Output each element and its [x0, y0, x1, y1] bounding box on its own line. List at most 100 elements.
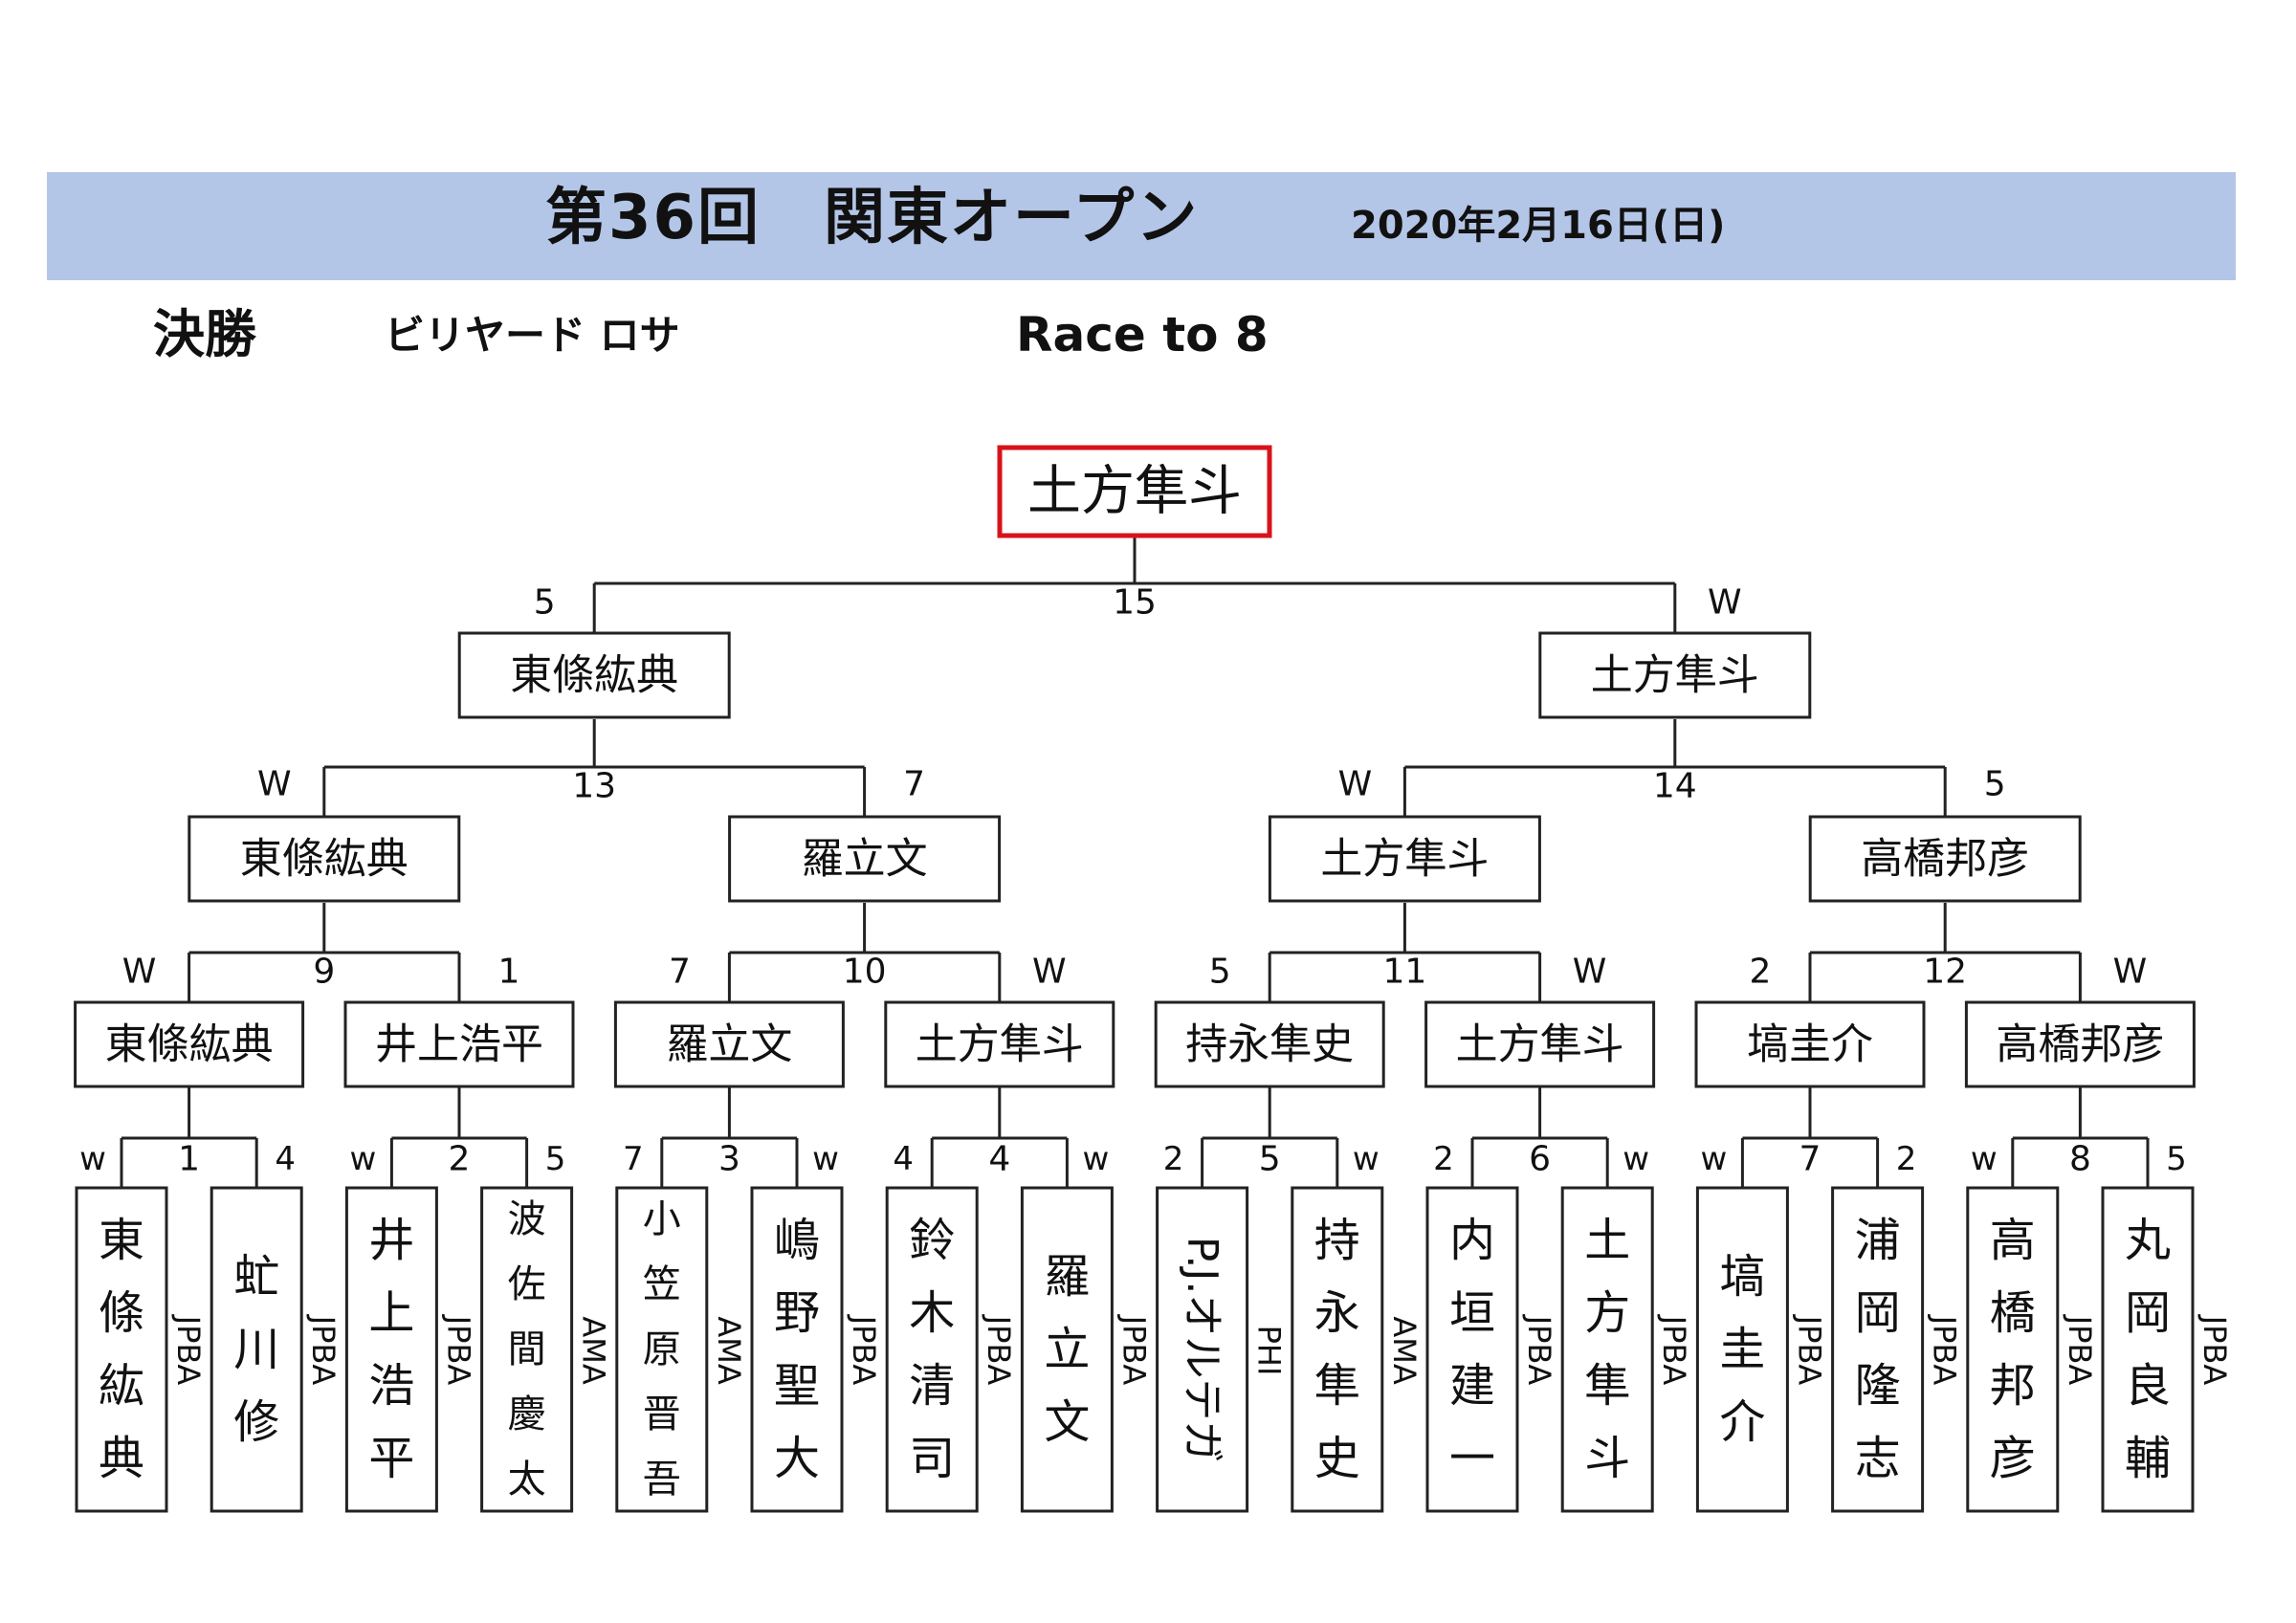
match-score: 7	[903, 765, 925, 804]
winner-box	[457, 631, 731, 719]
race-label: Race to 8	[1016, 307, 1269, 362]
venue-label: ビリヤード ロサ	[385, 312, 680, 359]
match-number: 12	[1923, 953, 1967, 992]
player-name: 高橋邦彦	[1990, 1214, 2036, 1485]
match-score: W	[122, 953, 157, 992]
winner-box	[884, 1000, 1115, 1088]
player-name: 東條紘典	[99, 1214, 144, 1485]
winner-box	[1808, 815, 2082, 903]
player-name: 虻川修	[233, 1250, 279, 1449]
winner-box	[1154, 1000, 1385, 1088]
player-org: JPBA	[1927, 1314, 1963, 1386]
player-column	[210, 1186, 303, 1513]
winner-box	[1538, 631, 1812, 719]
winner-name: 東條紘典	[240, 835, 408, 884]
match-score: w	[1623, 1140, 1649, 1178]
round-label: 決勝	[153, 304, 256, 364]
winner-box	[1268, 815, 1541, 903]
match-score: 5	[534, 583, 556, 623]
champion-name: 土方隼斗	[1027, 461, 1242, 523]
player-org: JPBA	[305, 1314, 342, 1386]
player-column	[1291, 1186, 1384, 1513]
player-name: 土方隼斗	[1584, 1214, 1630, 1485]
player-org: JPBA	[170, 1314, 207, 1386]
player-column	[344, 1186, 438, 1513]
player-org: JPBA	[981, 1314, 1017, 1386]
winner-name: 塙圭介	[1747, 1020, 1873, 1069]
player-column	[1020, 1186, 1114, 1513]
player-name: 嶋野聖大	[774, 1214, 820, 1485]
match-score: 2	[1750, 953, 1772, 992]
winner-name: 土方隼斗	[1320, 835, 1489, 884]
player-name: 内垣建一	[1449, 1214, 1495, 1485]
tournament-title: 第36回 関東オープン	[545, 183, 1200, 253]
winner-name: 土方隼斗	[1456, 1020, 1624, 1069]
match-score: w	[1082, 1140, 1109, 1178]
player-org: JPBA	[440, 1314, 476, 1386]
match-score: W	[2113, 953, 2148, 992]
player-org: JPBA	[1791, 1314, 1827, 1386]
winner-name: 東條紘典	[105, 1020, 274, 1069]
match-score: W	[1573, 953, 1607, 992]
match-number: 10	[843, 953, 887, 992]
winner-box	[1694, 1000, 1926, 1088]
player-name: 井上浩平	[368, 1214, 414, 1485]
champion-box	[997, 445, 1272, 538]
player-name: 浦岡隆志	[1855, 1214, 1901, 1485]
player-column	[480, 1186, 574, 1513]
match-score: 5	[1984, 765, 2006, 804]
player-column	[1156, 1186, 1249, 1513]
match-number: 1	[178, 1140, 200, 1179]
match-score: W	[1338, 765, 1373, 804]
match-score: W	[1708, 583, 1742, 623]
match-score: w	[1353, 1140, 1380, 1178]
winner-name: 高橋邦彦	[1996, 1020, 2164, 1069]
player-org: JPBA	[846, 1314, 882, 1386]
title-banner	[47, 172, 2236, 280]
winner-box	[1424, 1000, 1656, 1088]
match-score: w	[79, 1140, 106, 1178]
player-column	[1966, 1186, 2060, 1513]
match-score: w	[1971, 1140, 1998, 1178]
player-org: JPBA	[2197, 1314, 2233, 1386]
match-score: 4	[275, 1140, 296, 1178]
player-org: AMA	[1386, 1316, 1423, 1385]
player-column	[1425, 1186, 1519, 1513]
player-org: AMA	[711, 1316, 747, 1385]
match-number: 11	[1382, 953, 1426, 992]
match-score: 7	[669, 953, 691, 992]
winner-name: 井上浩平	[375, 1020, 543, 1069]
player-column	[885, 1186, 979, 1513]
match-number: 4	[988, 1140, 1010, 1179]
player-name: 丸岡良輔	[2125, 1214, 2171, 1485]
match-number: 9	[313, 953, 335, 992]
player-column	[1560, 1186, 1654, 1513]
match-number: 3	[718, 1140, 740, 1179]
player-column	[615, 1186, 709, 1513]
match-score: 4	[893, 1140, 914, 1178]
player-org: JPBA	[1115, 1314, 1152, 1386]
player-name: 小笠原晋吾	[643, 1197, 681, 1502]
match-score: w	[1700, 1140, 1727, 1178]
winner-box	[613, 1000, 845, 1088]
player-name: 鈴木清司	[909, 1214, 955, 1485]
winner-box	[188, 815, 461, 903]
match-score: 5	[1209, 953, 1231, 992]
player-name: 波佐間慶太	[508, 1197, 546, 1502]
match-score: W	[257, 765, 292, 804]
match-score: 5	[2166, 1140, 2187, 1178]
winner-name: 土方隼斗	[916, 1020, 1084, 1069]
match-number: 15	[1113, 583, 1157, 623]
match-score: w	[349, 1140, 376, 1178]
player-name: 持永隼史	[1314, 1214, 1360, 1485]
match-score: 5	[545, 1140, 566, 1178]
winner-box	[1964, 1000, 2196, 1088]
match-score: 2	[1163, 1140, 1184, 1178]
winner-name: 高橋邦彦	[1861, 835, 2029, 884]
match-number: 7	[1799, 1140, 1821, 1179]
winner-name: 土方隼斗	[1591, 651, 1759, 700]
winner-box	[728, 815, 1002, 903]
match-score: 1	[498, 953, 520, 992]
player-name: 塙圭介	[1719, 1250, 1765, 1449]
